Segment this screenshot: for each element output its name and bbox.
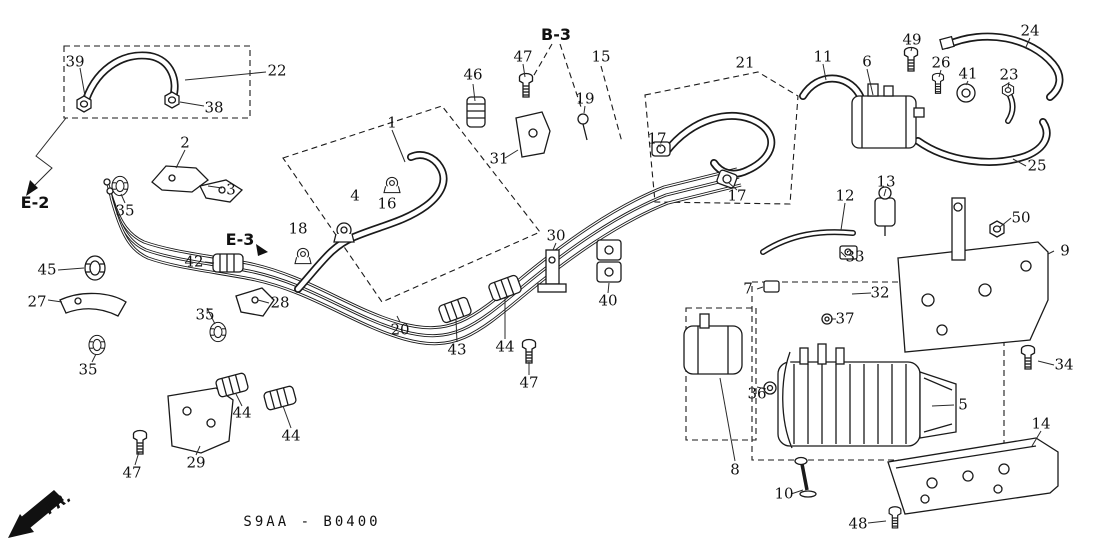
leader-lines [29,37,1055,524]
e2-arrowhead [26,180,38,196]
direction-arrows [8,180,268,538]
dashed-group-outlines [63,43,1005,461]
component-shapes [59,35,1059,529]
hoses [84,37,1059,289]
fr-arrowhead [8,514,34,538]
e3-arrowhead [256,244,268,256]
fuel-pipe-bundle [103,167,743,346]
fr-arrow-shaft [20,490,64,528]
drawing-code: S9AA - B0400 [243,514,381,530]
